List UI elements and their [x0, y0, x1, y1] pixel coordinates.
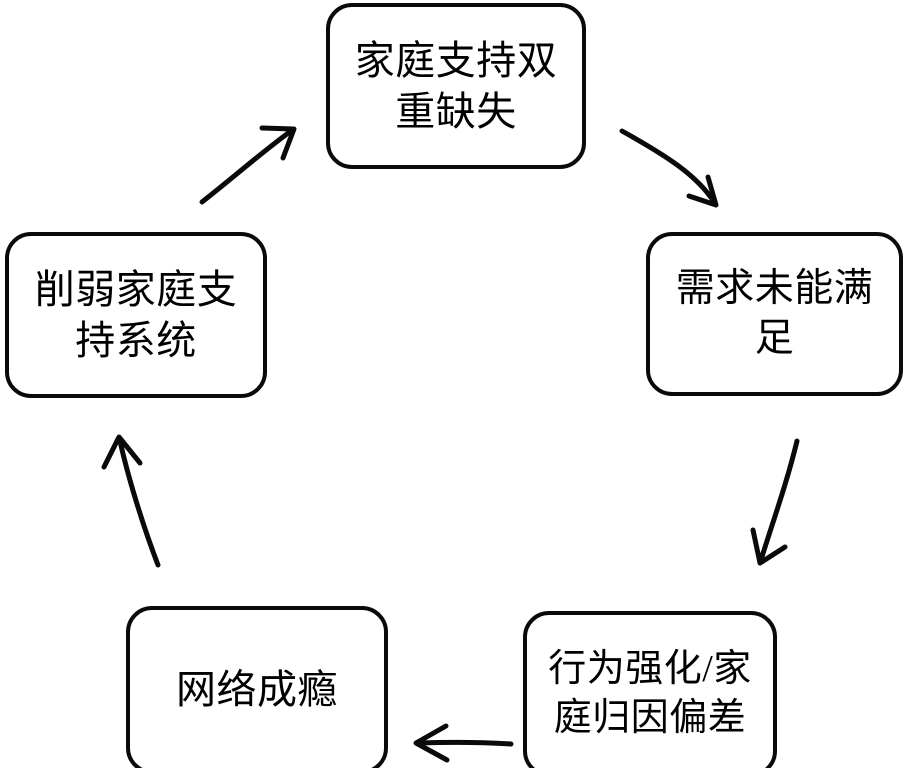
node-left-label: 削弱家庭支 持系统: [34, 266, 238, 363]
node-bottom-right-label: 行为强化/家 庭归因偏差: [548, 648, 752, 739]
edge-bottom-right-to-bottom-left: [413, 723, 514, 763]
edge-right-to-bottom-right: [750, 438, 800, 566]
node-right[interactable]: 需求未能满 足: [646, 232, 903, 396]
node-top[interactable]: 家庭支持双 重缺失: [326, 3, 586, 169]
node-bottom-left[interactable]: 网络成瘾: [126, 606, 388, 768]
edge-bottom-left-to-left: [101, 434, 161, 568]
node-right-label: 需求未能满 足: [675, 267, 874, 360]
node-left[interactable]: 削弱家庭支 持系统: [5, 232, 267, 398]
edge-left-to-top: [199, 125, 297, 205]
node-bottom-right[interactable]: 行为强化/家 庭归因偏差: [523, 611, 777, 768]
node-bottom-left-label: 网络成瘾: [176, 667, 338, 713]
edge-top-to-right: [619, 128, 719, 208]
node-top-label: 家庭支持双 重缺失: [354, 37, 558, 134]
